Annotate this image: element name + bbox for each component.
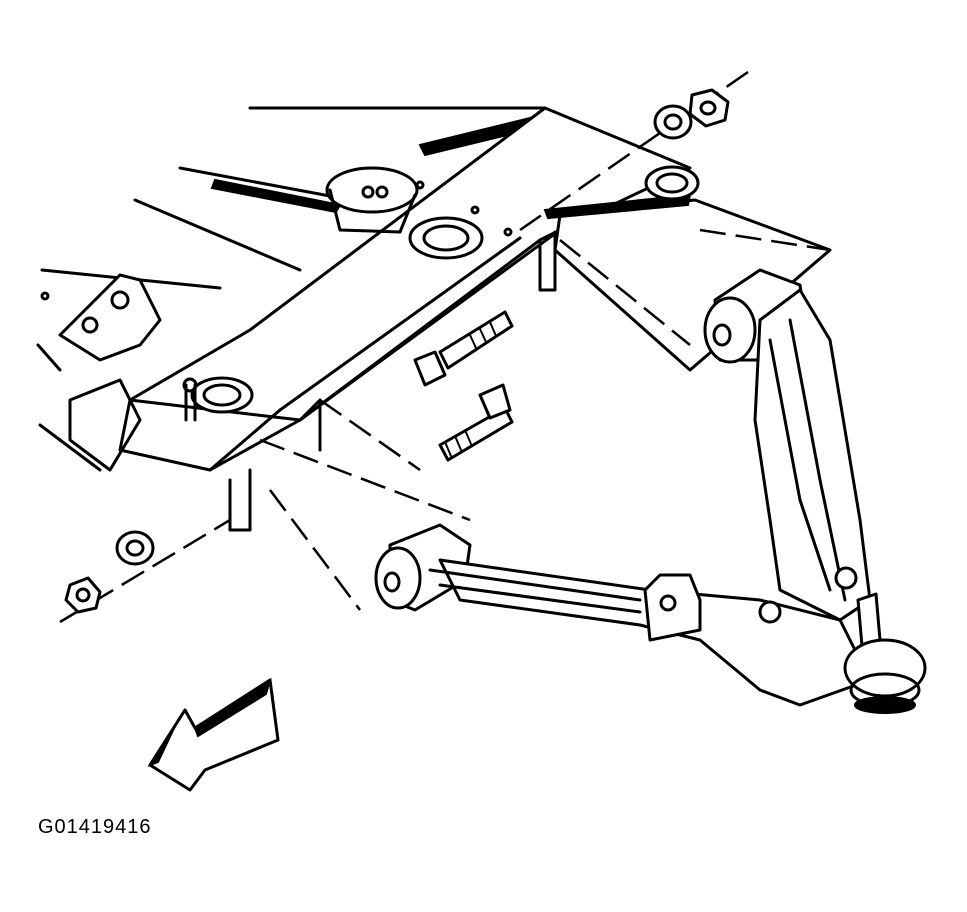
alignment-lines xyxy=(259,228,831,611)
pivot-bolts xyxy=(413,310,514,462)
crossmember xyxy=(58,106,692,532)
figure-id: G01419416 xyxy=(38,816,152,838)
front-direction-arrow xyxy=(147,677,280,792)
rear-plate xyxy=(543,165,832,372)
lower-control-arm xyxy=(374,268,927,714)
lower-nut-and-washer xyxy=(59,518,231,624)
frame-background-lines xyxy=(36,106,547,472)
upper-nut-and-washer xyxy=(519,70,749,232)
